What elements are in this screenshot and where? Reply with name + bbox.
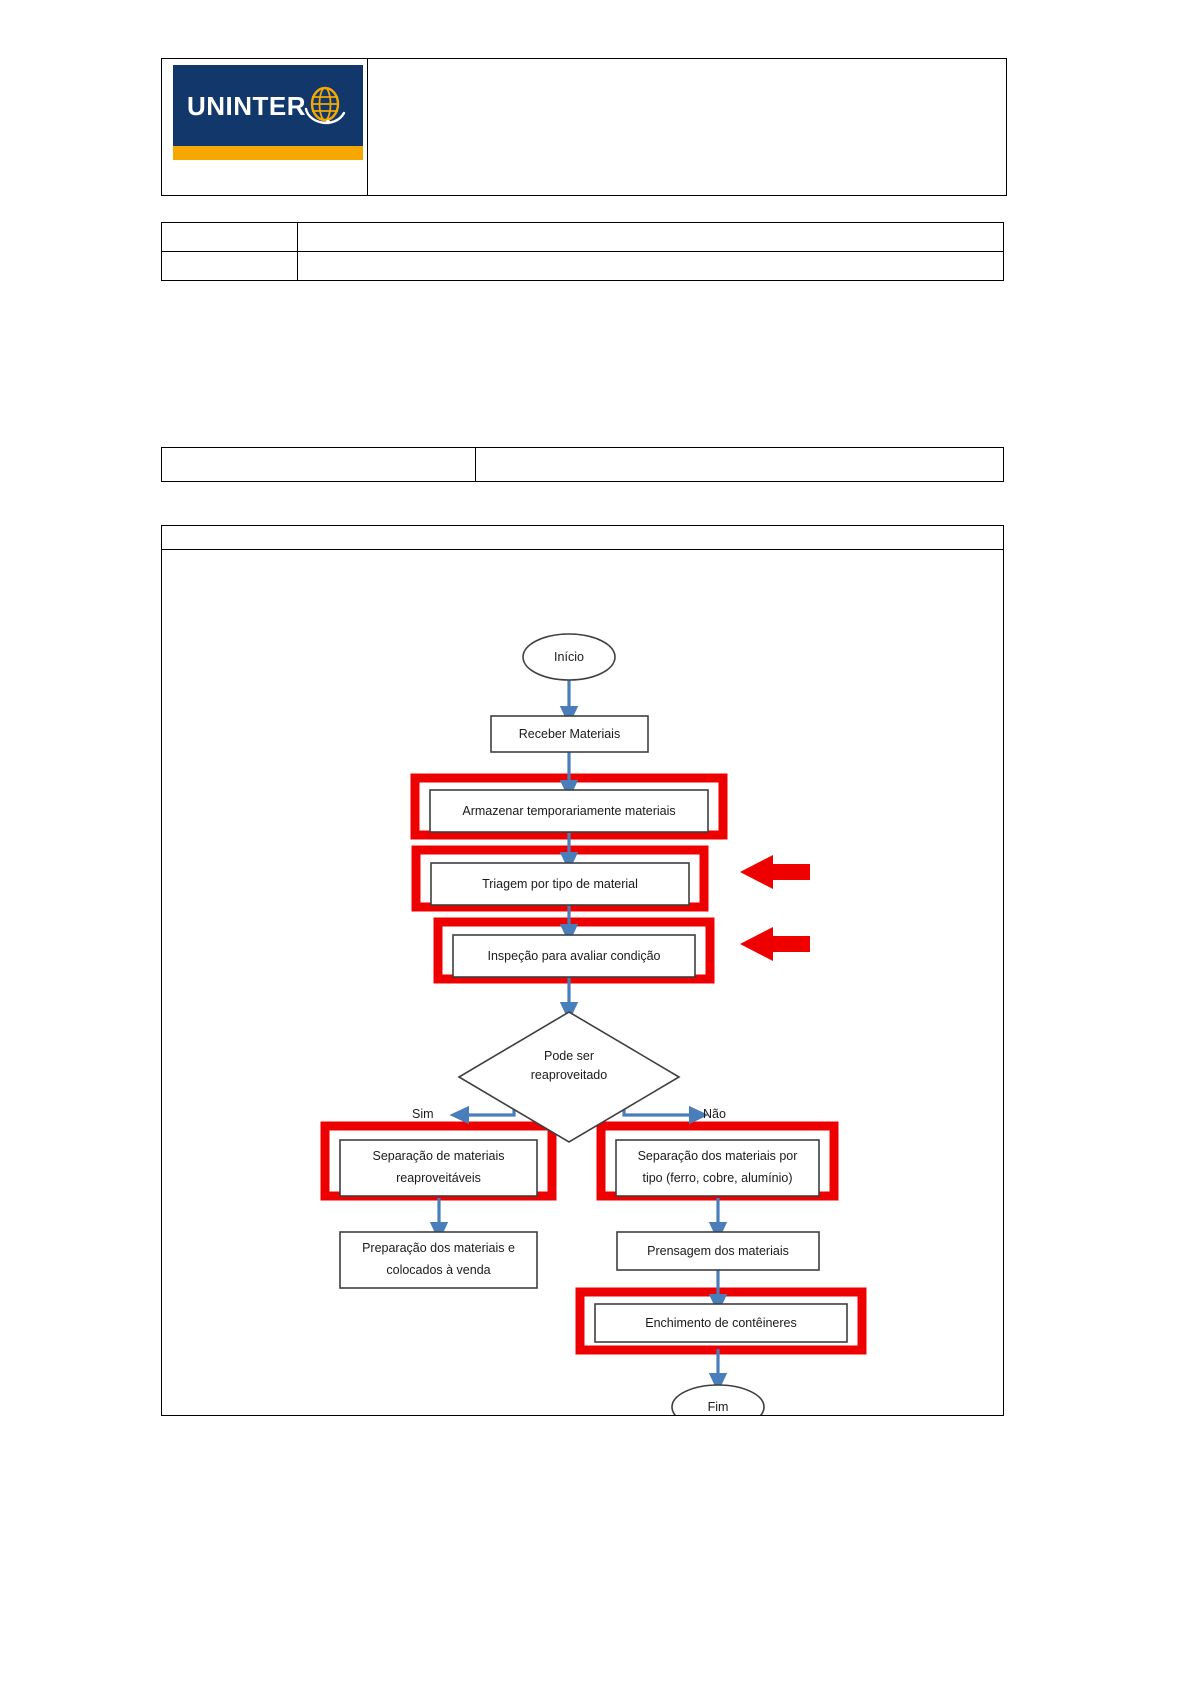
mid-left-cell [161, 447, 476, 482]
annotation-arrows [740, 855, 810, 961]
header-table: UNINTER [161, 58, 1007, 196]
flowchart-title-cell [161, 525, 1004, 550]
info-value-cell [297, 251, 1004, 281]
info-label-cell [161, 251, 298, 281]
node-shape-decisao [457, 1011, 681, 1143]
node-shape-fim [671, 1384, 765, 1415]
info-label-cell [161, 222, 298, 252]
node-shape-enchimento [594, 1303, 848, 1343]
node-shape-preparacao [339, 1231, 538, 1289]
node-shape-inspecao [452, 934, 696, 978]
header-logo-cell: UNINTER [161, 58, 368, 196]
annotation-arrow-triagem [740, 855, 810, 889]
flowchart-body-row: Início Receber Materiais Armazenar tempo… [161, 549, 1004, 1416]
logo-accent-bar [173, 146, 363, 160]
node-shape-sep-tipo [615, 1139, 820, 1197]
info-table [161, 222, 1004, 281]
mid-table [161, 447, 1004, 482]
flowchart-connectors [429, 680, 728, 1393]
annotation-arrow-inspecao [740, 927, 810, 961]
info-value-cell [297, 222, 1004, 252]
flowchart-graphics [320, 633, 867, 1415]
flowchart-title-row [161, 525, 1004, 550]
header-table-row: UNINTER [161, 58, 1007, 196]
table-row [161, 222, 1004, 252]
uninter-logo: UNINTER [173, 65, 363, 160]
header-right-cell [367, 58, 1007, 196]
table-row [161, 251, 1004, 281]
highlight-rectangles [320, 773, 867, 1355]
globe-icon [304, 86, 346, 125]
uninter-wordmark: UNINTER [187, 91, 307, 121]
node-shape-armazenar [429, 789, 709, 833]
flowchart-node-shapes [339, 633, 848, 1415]
flowchart-container-table: Início Receber Materiais Armazenar tempo… [161, 525, 1004, 1416]
node-shape-prensagem [616, 1231, 820, 1271]
node-shape-inicio [522, 633, 616, 681]
flowchart-canvas: Início Receber Materiais Armazenar tempo… [162, 550, 1003, 1415]
table-row [161, 447, 1004, 482]
flowchart-body-cell: Início Receber Materiais Armazenar tempo… [161, 549, 1004, 1416]
node-shape-triagem [430, 862, 690, 906]
node-shape-sep-reap [339, 1139, 538, 1197]
mid-right-cell [475, 447, 1004, 482]
node-shape-receber [490, 715, 649, 753]
branch-label-nao: Não [703, 1107, 726, 1121]
branch-label-sim: Sim [412, 1107, 434, 1121]
